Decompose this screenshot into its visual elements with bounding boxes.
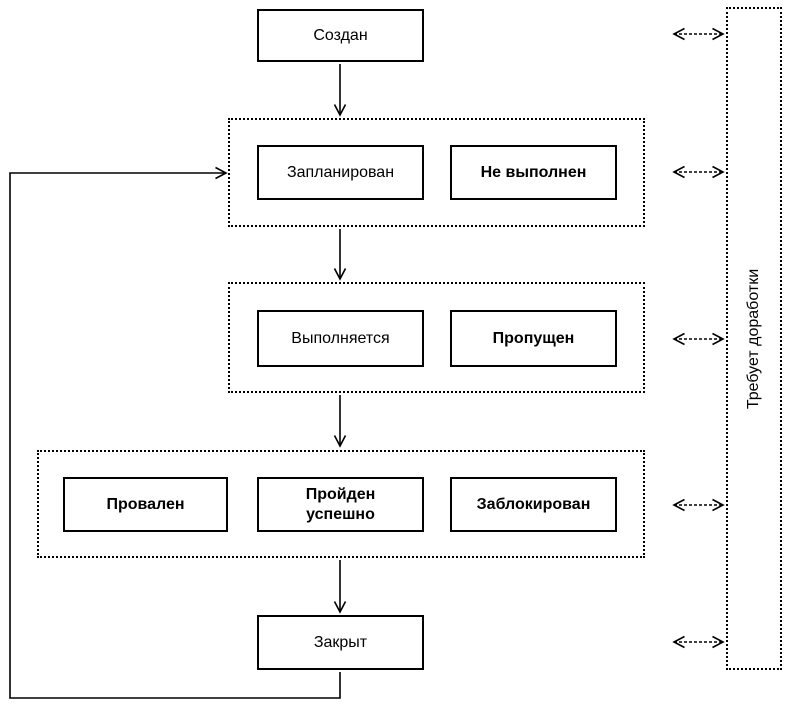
node-in-progress: Выполняется xyxy=(257,310,424,367)
node-created-label: Создан xyxy=(313,26,368,44)
node-failed-label: Провален xyxy=(106,495,185,513)
node-failed: Провален xyxy=(63,477,228,532)
node-not-executed-label: Не выполнен xyxy=(480,163,587,181)
node-closed: Закрыт xyxy=(257,615,424,670)
node-planned: Запланирован xyxy=(257,145,424,200)
node-blocked-label: Заблокирован xyxy=(476,495,591,513)
executing-state-group xyxy=(228,282,645,393)
node-in-progress-label: Выполняется xyxy=(291,329,390,347)
node-passed-label: Пройден успешно xyxy=(305,486,376,523)
node-created: Создан xyxy=(257,9,424,62)
node-not-executed: Не выполнен xyxy=(450,145,617,200)
result-state-group xyxy=(37,450,645,558)
node-blocked: Заблокирован xyxy=(450,477,617,532)
planned-state-group xyxy=(228,118,645,227)
node-skipped: Пропущен xyxy=(450,310,617,367)
node-skipped-label: Пропущен xyxy=(492,329,575,347)
node-closed-label: Закрыт xyxy=(313,633,368,651)
node-planned-label: Запланирован xyxy=(286,163,395,181)
needs-rework-label: Требует доработки xyxy=(745,268,762,409)
node-passed: Пройден успешно xyxy=(257,477,424,532)
needs-rework-panel: Требует доработки xyxy=(726,7,782,670)
